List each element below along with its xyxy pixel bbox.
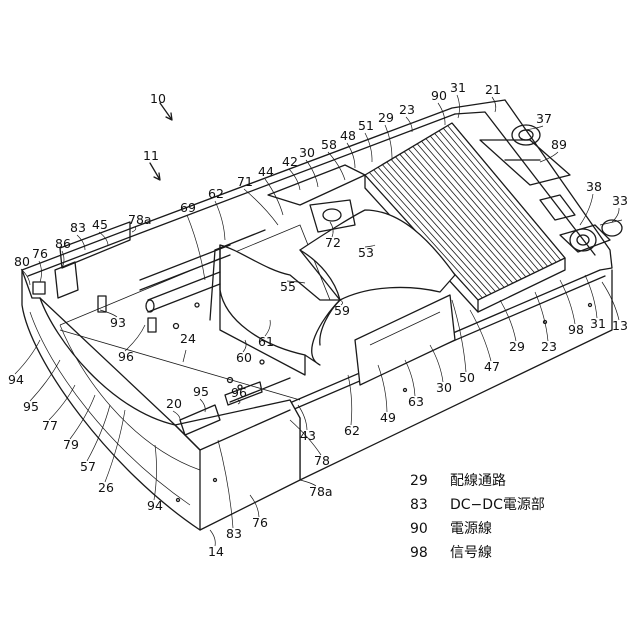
- reference-number: 83: [70, 220, 86, 235]
- reference-number: 14: [208, 544, 224, 559]
- reference-number: 44: [258, 164, 274, 179]
- reference-number: 77: [42, 418, 58, 433]
- reference-number: 61: [258, 334, 274, 349]
- reference-number: 29: [378, 110, 394, 125]
- legend-row-signal-line: 98信号線: [410, 542, 492, 562]
- reference-number: 76: [252, 515, 268, 530]
- reference-number: 55: [280, 279, 296, 294]
- reference-number: 57: [80, 459, 96, 474]
- leader-line: [492, 97, 496, 112]
- leader-line: [70, 395, 95, 439]
- reference-number: 93: [110, 315, 126, 330]
- reference-number: 24: [180, 331, 196, 346]
- legend-number: 83: [410, 497, 450, 513]
- reference-number: 31: [590, 316, 606, 331]
- reference-number: 62: [208, 186, 224, 201]
- reference-number: 95: [23, 399, 39, 414]
- reference-number: 23: [541, 339, 557, 354]
- reference-number: 94: [8, 372, 24, 387]
- reference-number: 21: [485, 82, 501, 97]
- reference-number: 79: [63, 437, 79, 452]
- reference-number: 59: [334, 303, 350, 318]
- reference-number: 58: [321, 137, 337, 152]
- reference-number: 48: [340, 128, 356, 143]
- reference-number: 33: [612, 193, 628, 208]
- leader-line: [173, 411, 180, 420]
- leader-line: [244, 189, 278, 225]
- reference-number: 50: [459, 370, 475, 385]
- reference-number: 89: [551, 137, 567, 152]
- reference-number: 20: [166, 396, 182, 411]
- reference-number: 78a: [128, 212, 152, 227]
- leader-line: [348, 375, 352, 425]
- reference-number: 30: [436, 380, 452, 395]
- reference-number: 13: [612, 318, 628, 333]
- leader-line: [215, 201, 225, 240]
- reference-number: 37: [536, 111, 552, 126]
- arrow-icon: [150, 163, 160, 180]
- leader-line: [438, 103, 445, 125]
- reference-number: 11: [143, 148, 159, 163]
- reference-number: 23: [399, 102, 415, 117]
- legend-text: 信号線: [450, 545, 492, 561]
- reference-number: 10: [150, 91, 166, 106]
- reference-number: 49: [380, 410, 396, 425]
- reference-number: 80: [14, 254, 30, 269]
- reference-number: 29: [509, 339, 525, 354]
- reference-number: 38: [586, 179, 602, 194]
- reference-number: 86: [55, 236, 71, 251]
- legend-row-wiring-path: 29配線通路: [410, 470, 506, 490]
- legend-text: DC−DC電源部: [450, 497, 545, 513]
- legend-number: 29: [410, 473, 450, 489]
- legend-text: 電源線: [450, 521, 492, 537]
- reference-number: 31: [450, 80, 466, 95]
- legend-number: 90: [410, 521, 450, 537]
- leader-line: [154, 445, 157, 500]
- reference-number: 53: [358, 245, 374, 260]
- leader-line: [306, 160, 318, 187]
- leader-line: [125, 325, 145, 351]
- legend-text: 配線通路: [450, 473, 506, 489]
- leader-line: [105, 410, 125, 482]
- reference-number: 43: [300, 428, 316, 443]
- reference-number: 30: [299, 145, 315, 160]
- reference-number: 63: [408, 394, 424, 409]
- legend-row-power-line: 90電源線: [410, 518, 492, 538]
- reference-number: 47: [484, 359, 500, 374]
- reference-number: 51: [358, 118, 374, 133]
- reference-number: 60: [236, 350, 252, 365]
- reference-number: 78a: [309, 484, 333, 499]
- arrow-icon: [160, 103, 172, 120]
- reference-number: 98: [568, 322, 584, 337]
- reference-number: 95: [193, 384, 209, 399]
- reference-number: 72: [325, 235, 341, 250]
- reference-number: 78: [314, 453, 330, 468]
- reference-number: 83: [226, 526, 242, 541]
- reference-number: 94: [147, 498, 163, 513]
- reference-number: 90: [431, 88, 447, 103]
- legend-number: 98: [410, 545, 450, 561]
- reference-number: 62: [344, 423, 360, 438]
- leader-line: [535, 292, 548, 341]
- arrow-icon: [183, 350, 186, 362]
- reference-number: 96: [231, 385, 247, 400]
- reference-number: 76: [32, 246, 48, 261]
- reference-number: 96: [118, 349, 134, 364]
- leader-line: [602, 282, 619, 320]
- reference-number: 26: [98, 480, 114, 495]
- legend-row-dcdc-power-unit: 83DC−DC電源部: [410, 494, 545, 514]
- reference-number: 42: [282, 154, 298, 169]
- reference-number: 45: [92, 217, 108, 232]
- reference-number: 71: [237, 174, 253, 189]
- reference-number: 69: [180, 200, 196, 215]
